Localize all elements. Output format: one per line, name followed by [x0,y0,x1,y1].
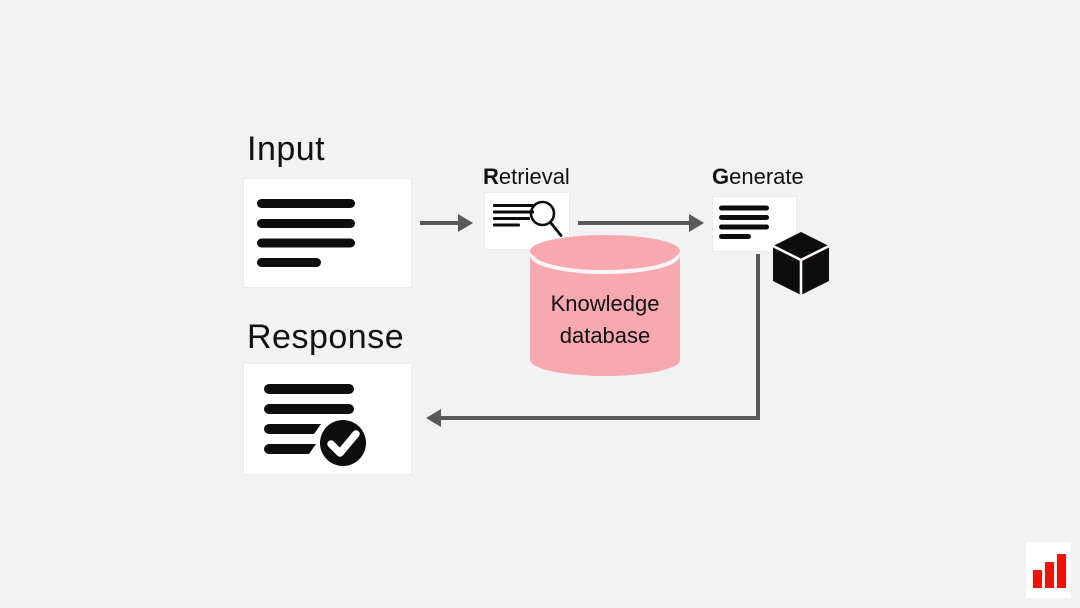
response-label: Response [247,318,405,356]
input-label: Input [247,130,326,168]
check-circle-icon [320,420,366,466]
document-lines-icon [719,205,769,239]
bar-chart-logo-icon [1026,542,1071,598]
database-cylinder-icon: Knowledge database [530,233,680,377]
generate-label: Generate [712,164,804,189]
document-check-icon [264,384,366,466]
database-label: Knowledge database [550,291,660,348]
input-box [243,178,412,288]
cube-icon [772,232,830,300]
document-lines-icon [257,199,355,267]
document-search-icon [493,200,563,237]
retrieval-box [484,192,570,250]
retrieval-label: Retrieval [483,164,570,189]
response-box [243,363,412,475]
